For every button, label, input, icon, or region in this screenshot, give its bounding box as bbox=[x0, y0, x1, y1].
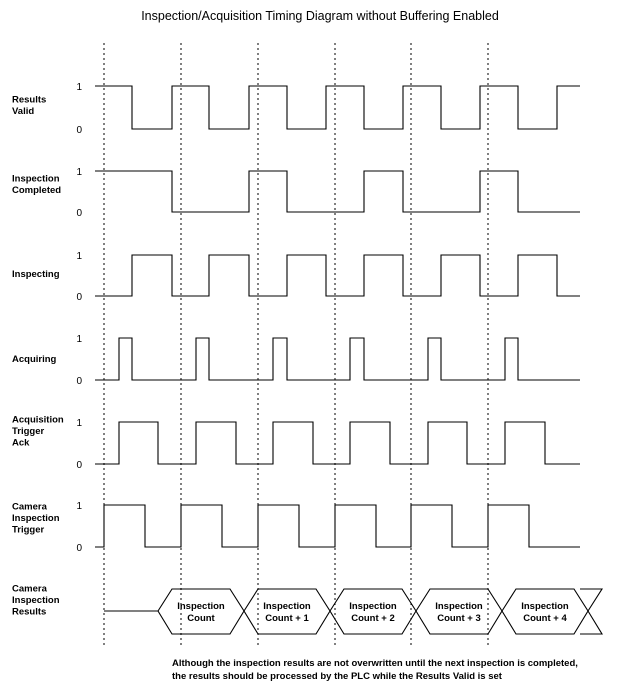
results-label-4-line1: Inspection bbox=[435, 601, 483, 612]
level-low-camera-inspection-trigger: 0 bbox=[76, 543, 82, 554]
level-high-inspecting: 1 bbox=[76, 251, 82, 262]
level-high-results-valid: 1 bbox=[76, 82, 82, 93]
waveform-inspecting bbox=[95, 254, 580, 297]
footnote-line-2: the results should be processed by the P… bbox=[172, 671, 503, 682]
signal-label-inspecting: Inspecting bbox=[12, 269, 60, 280]
waveform-inspection-completed bbox=[95, 170, 580, 213]
grid-lines bbox=[103, 43, 489, 645]
waveform-results-valid bbox=[95, 85, 580, 130]
results-tail-upper bbox=[580, 588, 604, 612]
level-high-acquisition-trigger-ack: 1 bbox=[76, 418, 82, 429]
results-label-3-line1: Inspection bbox=[349, 601, 397, 612]
level-high-inspection-completed: 1 bbox=[76, 167, 82, 178]
signal-label-inspection-completed: Completed bbox=[12, 185, 61, 196]
waveform-camera-inspection-trigger bbox=[95, 504, 580, 548]
waveform-acquiring bbox=[95, 337, 580, 381]
signal-waveforms: ResultsValid10InspectionCompleted10Inspe… bbox=[12, 82, 580, 554]
signal-label-acquiring: Acquiring bbox=[12, 354, 57, 365]
signal-label-camera-inspection-results: Inspection bbox=[12, 595, 60, 606]
signal-label-camera-inspection-trigger: Inspection bbox=[12, 513, 60, 524]
level-low-acquiring: 0 bbox=[76, 376, 82, 387]
signal-row-inspecting: Inspecting 1 0 bbox=[12, 251, 580, 303]
signal-label-results-valid: Valid bbox=[12, 106, 34, 117]
results-label-1-line1: Inspection bbox=[177, 601, 225, 612]
signal-label-results-valid: Results bbox=[12, 94, 46, 105]
signal-label-acquisition-trigger-ack: Ack bbox=[12, 438, 30, 449]
level-low-inspection-completed: 0 bbox=[76, 208, 82, 219]
results-label-5-line1: Inspection bbox=[521, 601, 569, 612]
results-label-2-line1: Inspection bbox=[263, 601, 311, 612]
signal-label-acquisition-trigger-ack: Trigger bbox=[12, 426, 45, 437]
results-label-5-line2: Count + 4 bbox=[523, 613, 567, 624]
signal-label-camera-inspection-trigger: Camera bbox=[12, 502, 48, 513]
level-low-results-valid: 0 bbox=[76, 125, 82, 136]
footnote-line-1: Although the inspection results are not … bbox=[172, 658, 578, 669]
signal-label-camera-inspection-trigger: Trigger bbox=[12, 525, 45, 536]
results-label-1-line2: Count bbox=[187, 613, 215, 624]
signal-label-inspection-completed: Inspection bbox=[12, 173, 60, 184]
results-label-2-line2: Count + 1 bbox=[265, 613, 309, 624]
waveform-acquisition-trigger-ack bbox=[95, 421, 580, 465]
level-high-camera-inspection-trigger: 1 bbox=[76, 501, 82, 512]
results-label-3-line2: Count + 2 bbox=[351, 613, 395, 624]
signal-label-camera-inspection-results: Camera bbox=[12, 584, 48, 595]
level-low-acquisition-trigger-ack: 0 bbox=[76, 460, 82, 471]
level-low-inspecting: 0 bbox=[76, 292, 82, 303]
results-label-4-line2: Count + 3 bbox=[437, 613, 481, 624]
signal-row-acquiring: Acquiring 1 0 bbox=[12, 334, 580, 387]
results-tail-lower bbox=[580, 610, 603, 635]
level-high-acquiring: 1 bbox=[76, 334, 82, 345]
page-title: Inspection/Acquisition Timing Diagram wi… bbox=[141, 9, 499, 23]
signal-label-acquisition-trigger-ack: Acquisition bbox=[12, 415, 64, 426]
signal-label-camera-inspection-results: Results bbox=[12, 607, 46, 618]
